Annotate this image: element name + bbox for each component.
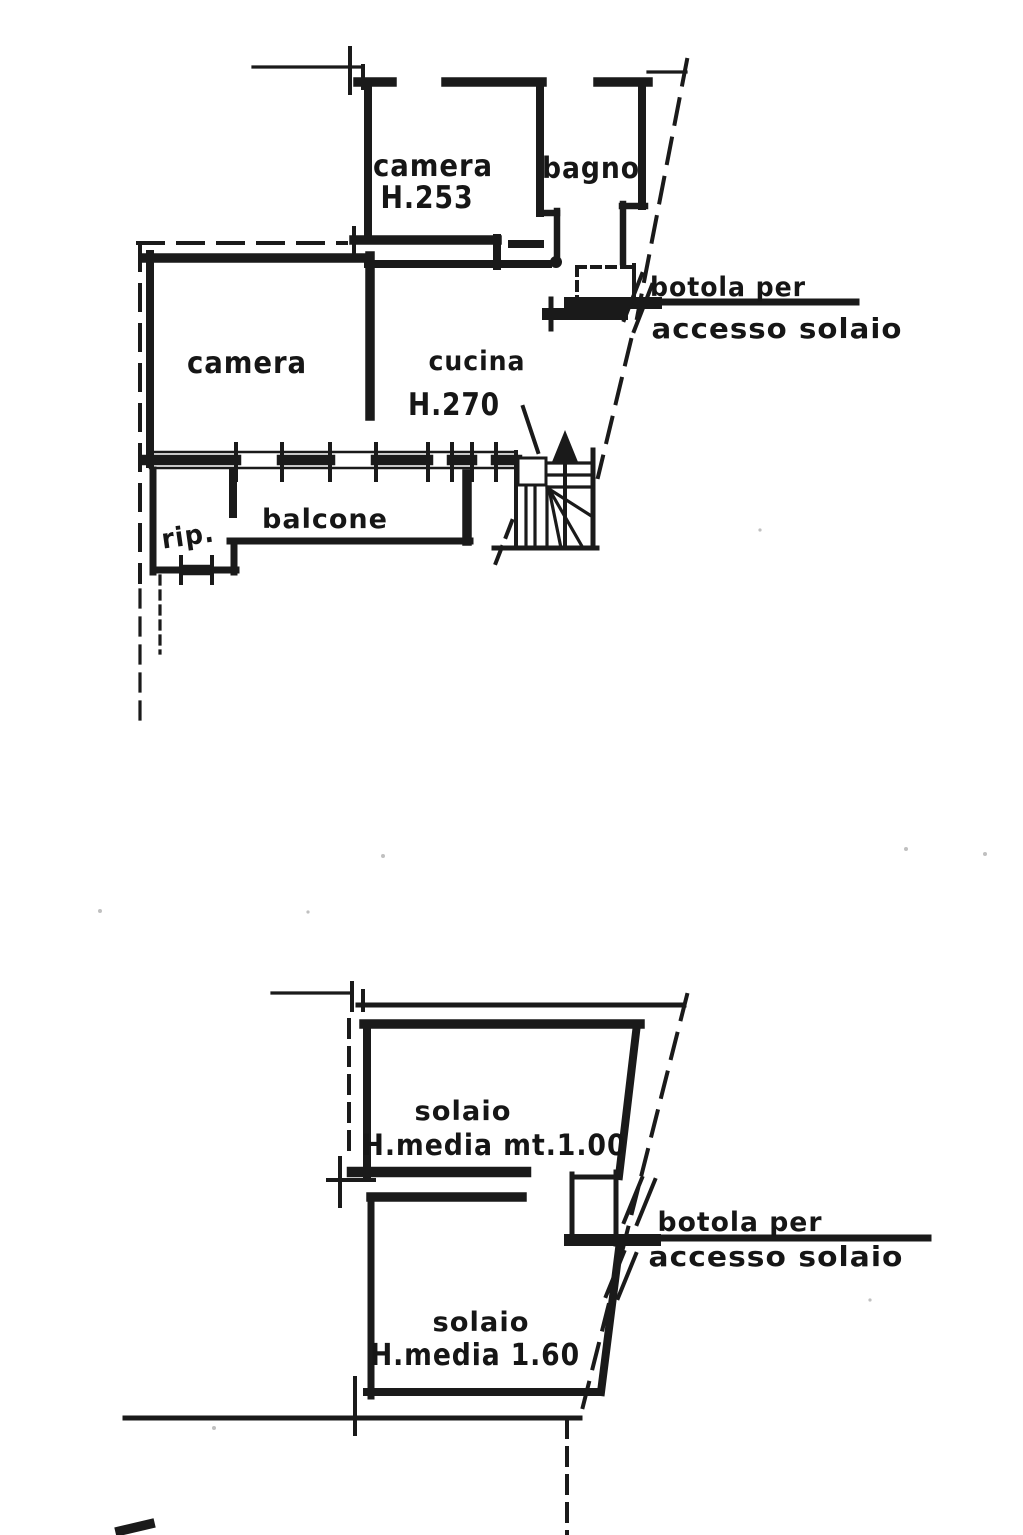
room-height-cucina: H.270 (408, 387, 500, 423)
upper-hatch-note-line1: botola per (650, 272, 806, 303)
room-height-solaio-upper: H.media mt.1.00 (362, 1128, 627, 1162)
room-label-balcone: balcone (262, 504, 388, 535)
upper-plan-window-band (140, 442, 523, 482)
room-label-bagno: bagno (542, 151, 640, 185)
room-label-solaio-lower: solaio (433, 1307, 530, 1338)
upper-plan-boundary-lines (136, 46, 690, 726)
upper-hatch-note-line2: accesso solaio (652, 312, 903, 345)
room-height-solaio-lower: H.media 1.60 (370, 1338, 580, 1373)
stair-up-arrow (552, 430, 578, 548)
lower-plan-labels: solaio H.media mt.1.00 solaio H.media 1.… (362, 1096, 904, 1373)
room-label-camera-small: camera (373, 149, 493, 184)
lower-plan-walls (346, 1019, 645, 1400)
room-label-camera-large: camera (187, 346, 307, 381)
lower-hatch-note-line1: botola per (658, 1207, 823, 1238)
lower-plan: solaio H.media mt.1.00 solaio H.media 1.… (114, 981, 932, 1535)
balcony-and-closet-walls (149, 466, 474, 585)
upper-hatch-symbol (542, 263, 860, 334)
upper-plan: camera H.253 bagno camera cucina H.270 r… (136, 46, 903, 726)
lower-hatch-symbol (564, 1169, 932, 1247)
scan-noise (98, 528, 987, 1430)
lower-plan-base-lines (114, 1376, 583, 1535)
room-label-rip: rip. (160, 517, 217, 555)
room-label-cucina: cucina (429, 346, 526, 377)
room-height-camera-small: H.253 (381, 180, 474, 216)
lower-hatch-note-line2: accesso solaio (649, 1240, 904, 1273)
upper-plan-walls (141, 77, 653, 468)
staircase (490, 404, 600, 573)
lower-plan-boundary-lines (270, 981, 690, 1421)
room-label-solaio-upper: solaio (415, 1096, 512, 1127)
stair-handrail-line (520, 404, 541, 455)
upper-plan-labels: camera H.253 bagno camera cucina H.270 r… (160, 149, 903, 556)
